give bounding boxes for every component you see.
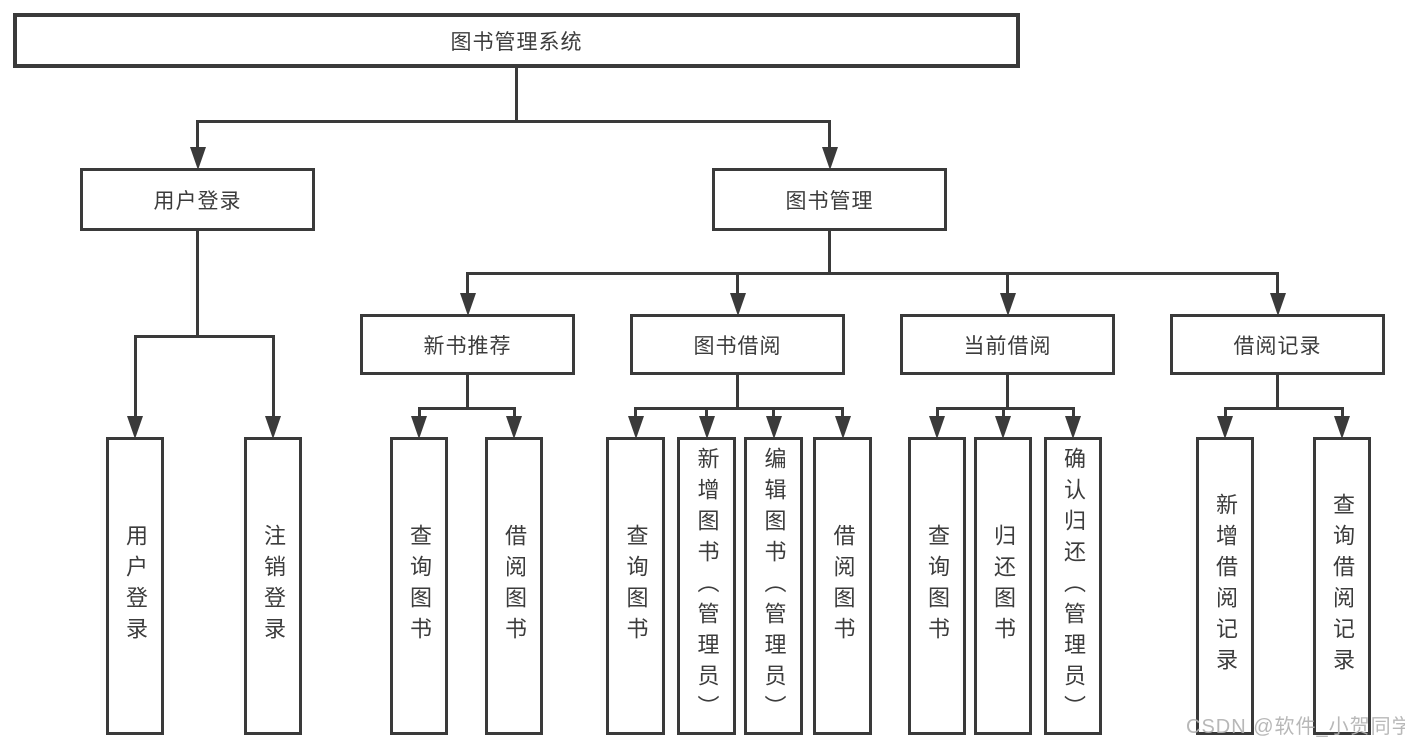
connector-line: [772, 407, 775, 417]
node-label-current-borrow: 当前借阅: [963, 334, 1052, 358]
node-label-leaf-query2: 查询图书: [623, 524, 649, 648]
arrowhead-down-icon: [265, 416, 281, 439]
arrowhead-down-icon: [1334, 416, 1350, 439]
node-label-root: 图书管理系统: [450, 30, 583, 54]
node-label-leaf-query-rec: 查询借阅记录: [1330, 493, 1355, 679]
node-current-borrow: 当前借阅: [900, 314, 1115, 375]
connector-line: [1276, 272, 1279, 294]
connector-line: [196, 120, 199, 148]
node-new-book-rec: 新书推荐: [360, 314, 575, 375]
node-label-book-mgmt: 图书管理: [785, 189, 874, 213]
node-leaf-borrow2: 借阅图书: [813, 437, 872, 735]
arrowhead-down-icon: [1065, 416, 1081, 439]
arrowhead-down-icon: [1217, 416, 1233, 439]
connector-line: [133, 335, 137, 417]
connector-line: [196, 120, 831, 123]
arrowhead-down-icon: [929, 416, 945, 439]
arrowhead-down-icon: [627, 416, 644, 439]
connector-line: [1006, 375, 1009, 410]
arrowhead-down-icon: [189, 147, 206, 170]
connector-line: [828, 231, 831, 275]
node-label-leaf-login: 用户登录: [123, 524, 148, 648]
connector-line: [634, 407, 844, 410]
connector-line: [1223, 407, 1344, 410]
connector-line: [417, 407, 421, 417]
node-leaf-login: 用户登录: [106, 437, 164, 735]
connector-line: [841, 407, 844, 417]
connector-line: [466, 272, 1279, 275]
node-label-leaf-query1: 查询图书: [407, 524, 432, 648]
node-leaf-edit-book: 编辑图书（管理员）: [744, 437, 803, 735]
node-borrow-records: 借阅记录: [1170, 314, 1385, 375]
watermark: CSDN @软件_小贺同学: [1186, 716, 1405, 738]
connector-line: [736, 272, 739, 294]
connector-line: [466, 375, 469, 410]
node-leaf-confirm: 确认归还（管理员）: [1044, 437, 1102, 735]
node-label-leaf-confirm: 确认归还（管理员）: [1061, 446, 1086, 726]
node-leaf-query3: 查询图书: [908, 437, 966, 735]
node-book-borrow: 图书借阅: [630, 314, 845, 375]
connector-line: [736, 375, 739, 410]
node-leaf-query2: 查询图书: [606, 437, 665, 735]
connector-line: [935, 407, 939, 417]
node-label-leaf-query3: 查询图书: [925, 524, 950, 648]
connector-line: [271, 335, 275, 417]
node-label-leaf-return: 归还图书: [991, 524, 1016, 648]
connector-line: [417, 407, 516, 410]
node-label-book-borrow: 图书借阅: [693, 334, 782, 358]
node-label-borrow-records: 借阅记录: [1233, 334, 1322, 358]
node-leaf-add-rec: 新增借阅记录: [1196, 437, 1254, 735]
connector-line: [828, 120, 831, 148]
connector-line: [1001, 407, 1005, 417]
node-leaf-return: 归还图书: [974, 437, 1032, 735]
node-leaf-query-rec: 查询借阅记录: [1313, 437, 1371, 735]
node-leaf-query1: 查询图书: [390, 437, 448, 735]
connector-line: [1340, 407, 1344, 417]
arrowhead-down-icon: [459, 293, 476, 316]
node-label-leaf-logout: 注销登录: [261, 524, 286, 648]
connector-line: [705, 407, 708, 417]
node-user-login: 用户登录: [80, 168, 315, 231]
connector-line: [1276, 375, 1279, 410]
arrowhead-down-icon: [506, 416, 522, 439]
arrowhead-down-icon: [1269, 293, 1286, 316]
arrowhead-down-icon: [834, 416, 851, 439]
node-leaf-borrow1: 借阅图书: [485, 437, 543, 735]
node-label-leaf-borrow2: 借阅图书: [830, 524, 856, 648]
node-label-new-book-rec: 新书推荐: [423, 334, 512, 358]
node-root: 图书管理系统: [13, 13, 1020, 68]
connector-line: [1223, 407, 1227, 417]
node-label-user-login: 用户登录: [153, 189, 242, 213]
node-label-leaf-borrow1: 借阅图书: [502, 524, 527, 648]
connector-line: [466, 272, 469, 294]
connector-line: [1071, 407, 1075, 417]
node-label-leaf-add-rec: 新增借阅记录: [1213, 493, 1238, 679]
arrowhead-down-icon: [765, 416, 782, 439]
arrowhead-down-icon: [999, 293, 1016, 316]
connector-line: [515, 68, 518, 123]
arrowhead-down-icon: [995, 416, 1011, 439]
node-leaf-add-book: 新增图书（管理员）: [677, 437, 736, 735]
connector-line: [196, 231, 199, 338]
arrowhead-down-icon: [698, 416, 715, 439]
connector-line: [634, 407, 637, 417]
connector-line: [512, 407, 516, 417]
arrowhead-down-icon: [127, 416, 143, 439]
arrowhead-down-icon: [729, 293, 746, 316]
arrowhead-down-icon: [411, 416, 427, 439]
connector-line: [1006, 272, 1009, 294]
connector-line: [133, 335, 275, 338]
arrowhead-down-icon: [821, 147, 838, 170]
node-book-mgmt: 图书管理: [712, 168, 947, 231]
connector-line: [935, 407, 1075, 410]
node-label-leaf-edit-book: 编辑图书（管理员）: [761, 446, 787, 726]
node-label-leaf-add-book: 新增图书（管理员）: [694, 446, 720, 726]
node-leaf-logout: 注销登录: [244, 437, 302, 735]
